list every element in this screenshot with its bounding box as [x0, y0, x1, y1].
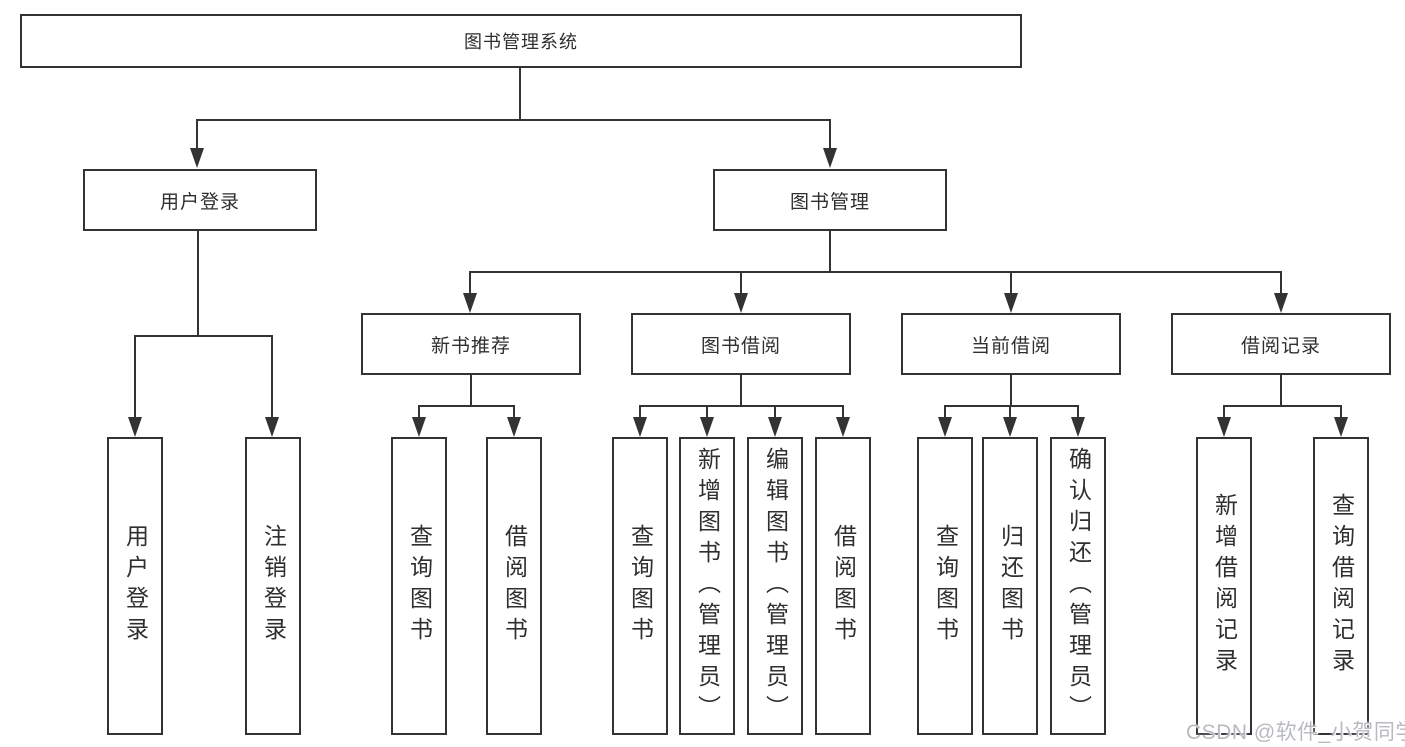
arrowheads-level2 [190, 148, 837, 168]
connector-records-split [1223, 375, 1342, 420]
leaf-records-add-record: 新增借阅记录 [1196, 437, 1252, 735]
node-book-borrow: 图书借阅 [631, 313, 851, 375]
connector-book-split [469, 231, 1282, 296]
node-book-management-branch: 图书管理 [713, 169, 947, 231]
leaf-current-return-books: 归还图书 [982, 437, 1038, 735]
leaf-current-confirm-return-admin: 确认归还（管理员） [1050, 437, 1106, 735]
connector-current-split [944, 375, 1079, 420]
arrowheads-level3 [463, 293, 1288, 313]
connector-root-split [196, 66, 831, 151]
leaf-user-login: 用户登录 [107, 437, 163, 735]
leaf-logout: 注销登录 [245, 437, 301, 735]
node-borrow-records: 借阅记录 [1171, 313, 1391, 375]
node-user-login-branch: 用户登录 [83, 169, 317, 231]
connector-borrow-split [639, 375, 844, 420]
node-new-book-recommend: 新书推荐 [361, 313, 581, 375]
leaf-borrow-borrow-books: 借阅图书 [815, 437, 871, 735]
connector-user-split [134, 231, 273, 420]
node-root-library-system: 图书管理系统 [20, 14, 1022, 68]
leaf-newbook-borrow-books: 借阅图书 [486, 437, 542, 735]
leaf-borrow-add-books-admin: 新增图书（管理员） [679, 437, 735, 735]
leaf-records-query-record: 查询借阅记录 [1313, 437, 1369, 735]
arrowheads-leaves [412, 417, 1348, 437]
leaf-borrow-edit-books-admin: 编辑图书（管理员） [747, 437, 803, 735]
leaf-newbook-query-books: 查询图书 [391, 437, 447, 735]
leaf-current-query-books: 查询图书 [917, 437, 973, 735]
connector-newbook-split [418, 375, 515, 420]
leaf-borrow-query-books: 查询图书 [612, 437, 668, 735]
node-current-borrow: 当前借阅 [901, 313, 1121, 375]
arrowheads-user-leaves [128, 417, 279, 437]
csdn-watermark: CSDN @软件_小贺同学 [1186, 721, 1405, 744]
